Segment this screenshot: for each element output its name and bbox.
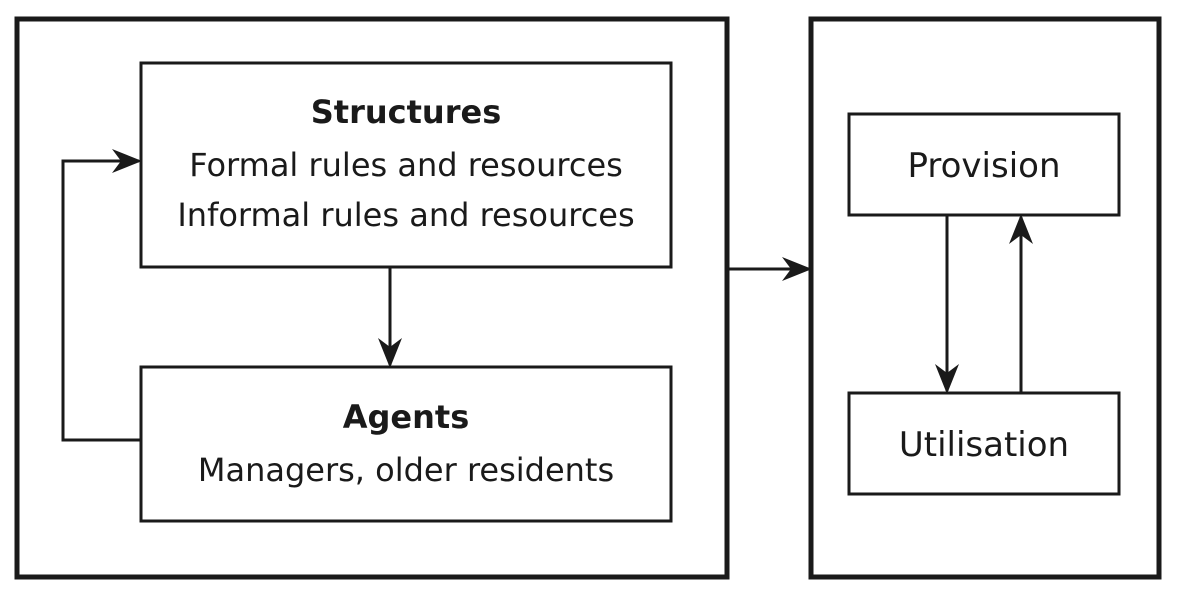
right-frame <box>808 16 1162 580</box>
structures-line2: Informal rules and resources <box>177 196 634 234</box>
left-frame <box>14 16 730 580</box>
agents-line1: Managers, older residents <box>198 451 614 489</box>
provision-label: Provision <box>907 146 1060 186</box>
utilisation-label: Utilisation <box>899 425 1069 465</box>
structures-line1: Formal rules and resources <box>189 146 623 184</box>
agents-box: Agents Managers, older residents <box>139 365 673 523</box>
provision-box: Provision <box>847 112 1121 217</box>
agents-title: Agents <box>343 398 470 436</box>
structures-title: Structures <box>311 93 501 131</box>
utilisation-box: Utilisation <box>847 391 1121 496</box>
arrow-agents-to-structures <box>61 149 142 442</box>
structures-box: Structures Formal rules and resources In… <box>139 61 673 269</box>
